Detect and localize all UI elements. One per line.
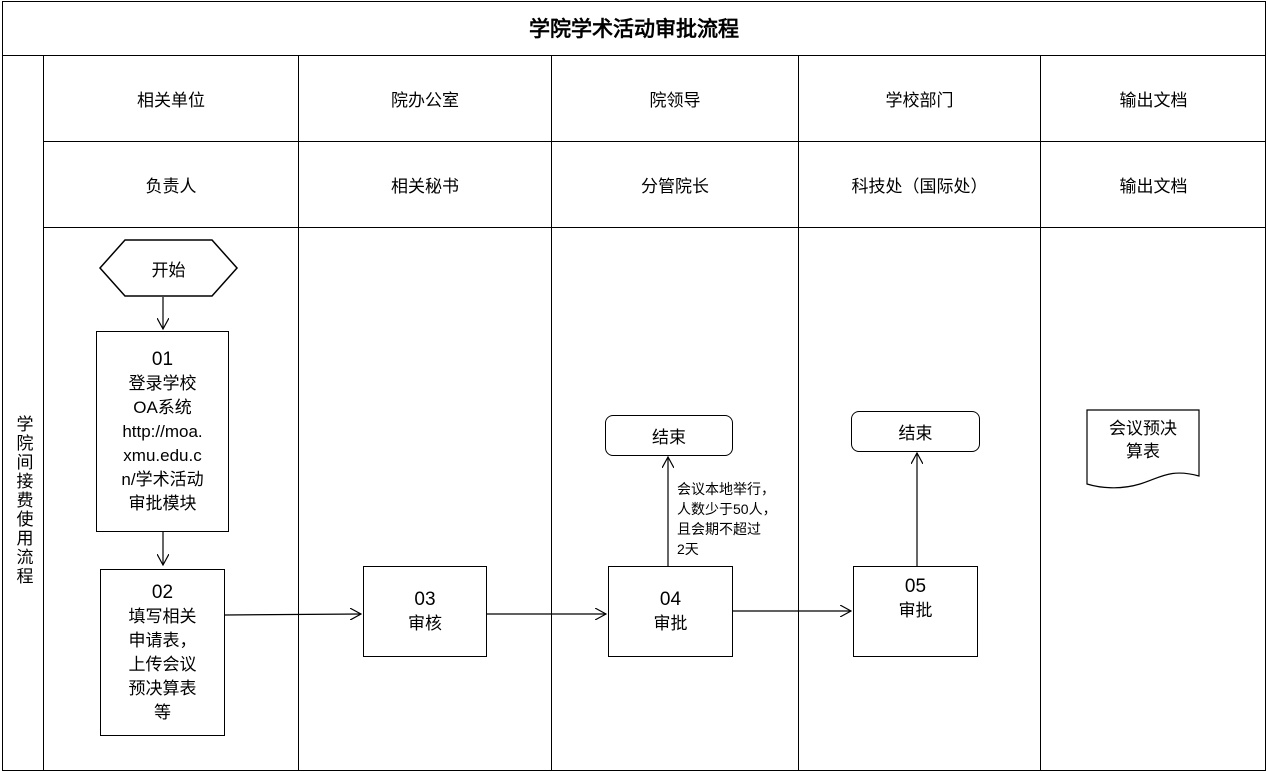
lane-divider-3 [798,55,799,771]
condition-note: 会议本地举行， 人数少于50人， 且会期不超过 2天 [677,481,777,557]
lane-divider-2 [551,55,552,771]
diagram-title: 学院学术活动审批流程 [529,16,739,41]
lane-role-1: 负责人 [145,177,197,197]
lane-dept-4: 学校部门 [885,91,954,111]
end-terminal-2: 结束 [851,411,980,452]
side-divider [43,55,44,771]
step-02-text: 填写相关 申请表， 上传会议 预决算表 等 [128,606,197,722]
step-05-text: 审批 [898,601,933,620]
header-divider-2 [43,227,1266,228]
step-03-box: 03 审核 [363,566,487,657]
lane-dept-3: 院领导 [649,91,701,111]
title-divider [2,55,1266,56]
lane-divider-1 [298,55,299,771]
document-label: 会议预决 算表 [1109,419,1177,462]
step-02-box: 02 填写相关 申请表， 上传会议 预决算表 等 [100,569,225,736]
lane-dept-2: 院办公室 [391,91,459,111]
step-04-text: 审批 [653,613,688,633]
document-shape [1086,409,1200,489]
step-01-text: 登录学校 OA系统 http://moa. xmu.edu.c n/学术活动 审… [121,373,204,513]
lane-dept-1: 相关单位 [137,91,205,111]
lane-role-5: 输出文档 [1119,177,1188,197]
start-label: 开始 [151,260,186,281]
end-terminal-1: 结束 [605,415,733,456]
lane-role-4: 科技处（国际处） [851,177,988,197]
lane-role-3: 分管院长 [641,177,709,197]
side-label: 学院间接费使用流程 [4,228,42,772]
step-01-box: 01 登录学校 OA系统 http://moa. xmu.edu.c n/学术活… [96,331,229,532]
step-03-number: 03 [414,588,436,610]
start-hexagon [98,239,239,297]
side-label-text: 学院间接费使用流程 [12,414,33,586]
lane-dept-5: 输出文档 [1119,91,1188,111]
step-05-box: 05 审批 [853,566,978,657]
step-04-box: 04 审批 [608,566,733,657]
step-02-number: 02 [151,581,174,603]
lane-divider-4 [1040,55,1041,771]
step-05-number: 05 [904,576,927,597]
step-01-number: 01 [151,348,174,370]
header-divider-1 [43,141,1266,142]
lane-role-2: 相关秘书 [391,177,459,197]
step-04-number: 04 [659,588,682,610]
step-03-text: 审核 [408,613,442,633]
arrow-02-to-03 [224,614,361,615]
